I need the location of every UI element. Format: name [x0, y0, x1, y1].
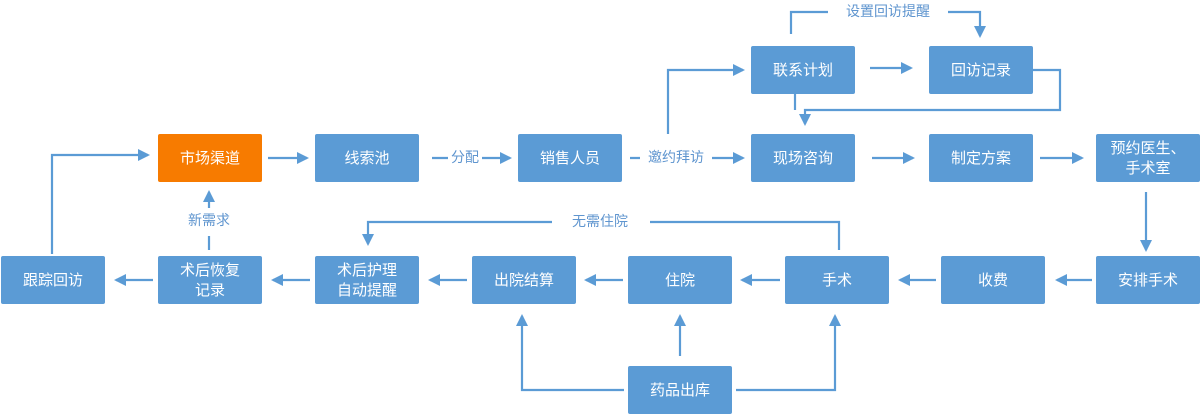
edge-label-no-stay: 无需住院 [569, 213, 631, 231]
node-contact-plan[interactable]: 联系计划 [751, 46, 855, 94]
edge-med-to-surgery [736, 314, 841, 392]
node-schedule-surgery[interactable]: 安排手术 [1096, 256, 1200, 304]
node-sales[interactable]: 销售人员 [518, 134, 622, 182]
edge-no-stay-loop [368, 220, 841, 250]
edge-record-to-consult [799, 68, 1062, 126]
node-followup-record[interactable]: 回访记录 [929, 46, 1033, 94]
node-make-plan[interactable]: 制定方案 [929, 134, 1033, 182]
edge-label-invite: 邀约拜访 [645, 149, 707, 167]
edge-set-reminder-loop [789, 10, 980, 36]
edge-sales-to-contact-plan [666, 64, 745, 134]
edge-track-to-market [50, 149, 150, 254]
edge-med-to-discharge [516, 314, 624, 392]
node-surgery[interactable]: 手术 [785, 256, 889, 304]
edge-label-set-reminder: 设置回访提醒 [843, 3, 933, 21]
node-market-channel[interactable]: 市场渠道 [158, 134, 262, 182]
node-onsite-consult[interactable]: 现场咨询 [751, 134, 855, 182]
edge-label-new-demand: 新需求 [185, 212, 233, 230]
node-postop-care[interactable]: 术后护理 自动提醒 [315, 256, 419, 304]
node-track-followup[interactable]: 跟踪回访 [1, 256, 105, 304]
node-book-doctor[interactable]: 预约医生、 手术室 [1096, 134, 1200, 182]
edge-label-assign: 分配 [448, 149, 482, 167]
node-lead-pool[interactable]: 线索池 [315, 134, 419, 182]
node-charge[interactable]: 收费 [941, 256, 1045, 304]
node-medicine-out[interactable]: 药品出库 [628, 366, 732, 414]
node-discharge-settle[interactable]: 出院结算 [472, 256, 576, 304]
node-postop-recovery[interactable]: 术后恢复 记录 [158, 256, 262, 304]
node-hospitalize[interactable]: 住院 [628, 256, 732, 304]
